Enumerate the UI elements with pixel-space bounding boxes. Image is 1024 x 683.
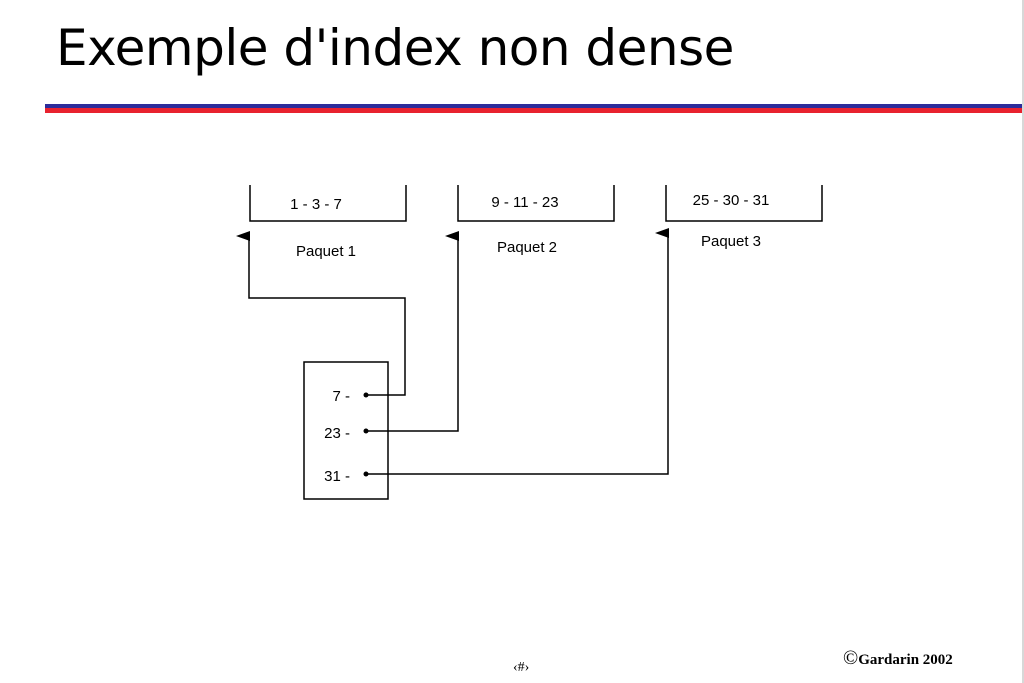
bucket-3: 25 - 30 - 31 Paquet 3	[665, 185, 823, 250]
slide-title: Exemple d'index non dense	[56, 19, 734, 77]
bucket-2-outline	[457, 185, 615, 222]
bucket-3-outline	[665, 185, 823, 222]
bucket-2-keys: 9 - 11 - 23	[491, 194, 558, 211]
pointer-arrow-7	[236, 231, 406, 396]
bucket-1: 1 - 3 - 7 Paquet 1	[249, 185, 407, 260]
bucket-2-label: Paquet 2	[497, 239, 557, 256]
index-entry-7: 7 -	[332, 388, 350, 405]
pointer-arrow-23	[366, 231, 459, 432]
copyright: ©Gardarin 2002	[843, 647, 953, 670]
bucket-1-outline	[249, 185, 407, 222]
bucket-2: 9 - 11 - 23 Paquet 2	[457, 185, 615, 256]
title-rule-red	[45, 108, 1024, 113]
pointer-arrow-31	[366, 228, 669, 475]
bucket-1-label: Paquet 1	[296, 243, 356, 260]
index-entry-31: 31 -	[324, 468, 350, 485]
title-rule-blue	[45, 104, 1024, 108]
slide-edge	[1022, 0, 1024, 683]
bucket-1-keys: 1 - 3 - 7	[290, 196, 342, 213]
page-number: ‹#›	[513, 660, 530, 675]
copyright-text: Gardarin 2002	[858, 652, 953, 668]
index-entry-23: 23 -	[324, 425, 350, 442]
bucket-3-label: Paquet 3	[701, 233, 761, 250]
copyright-symbol: ©	[843, 647, 859, 669]
bucket-3-keys: 25 - 30 - 31	[693, 192, 770, 209]
